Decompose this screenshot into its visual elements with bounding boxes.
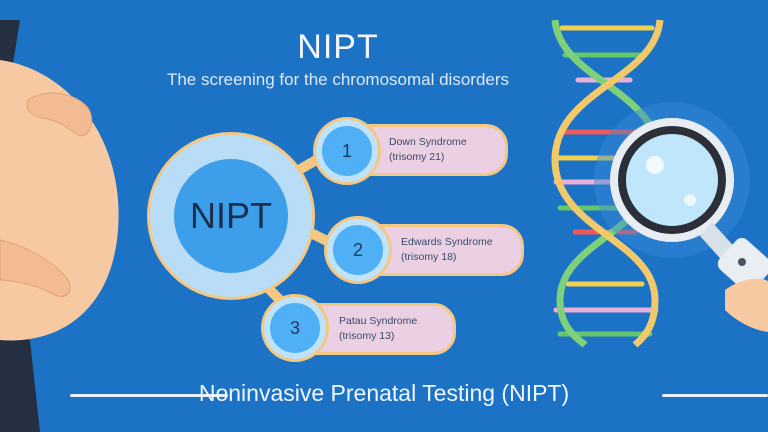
item-number-circle-2: 2 [327, 219, 389, 281]
item-number-circle-1: 1 [316, 120, 378, 182]
item-number-circle-3: 3 [264, 297, 326, 359]
page-title: NIPT [297, 28, 379, 66]
item-name: Down Syndrome [389, 136, 467, 148]
item-name: Patau Syndrome [339, 315, 418, 327]
footer-caption: Noninvasive Prenatal Testing (NIPT) [198, 380, 570, 406]
item-name: Edwards Syndrome [401, 236, 493, 248]
pregnant-belly-illustration [0, 20, 119, 432]
footer-divider-left [70, 394, 228, 397]
nipt-hub-circle: NIPT [150, 135, 312, 297]
dna-helix-icon [551, 19, 664, 348]
item-detail: (trisomy 13) [339, 330, 395, 342]
item-detail: (trisomy 21) [389, 151, 445, 163]
page-subtitle: The screening for the chromosomal disord… [166, 70, 510, 89]
footer-divider-right [662, 394, 768, 397]
nipt-hub-label: NIPT [174, 159, 288, 273]
item-detail: (trisomy 18) [401, 251, 457, 263]
magnifying-glass-icon [594, 102, 768, 332]
